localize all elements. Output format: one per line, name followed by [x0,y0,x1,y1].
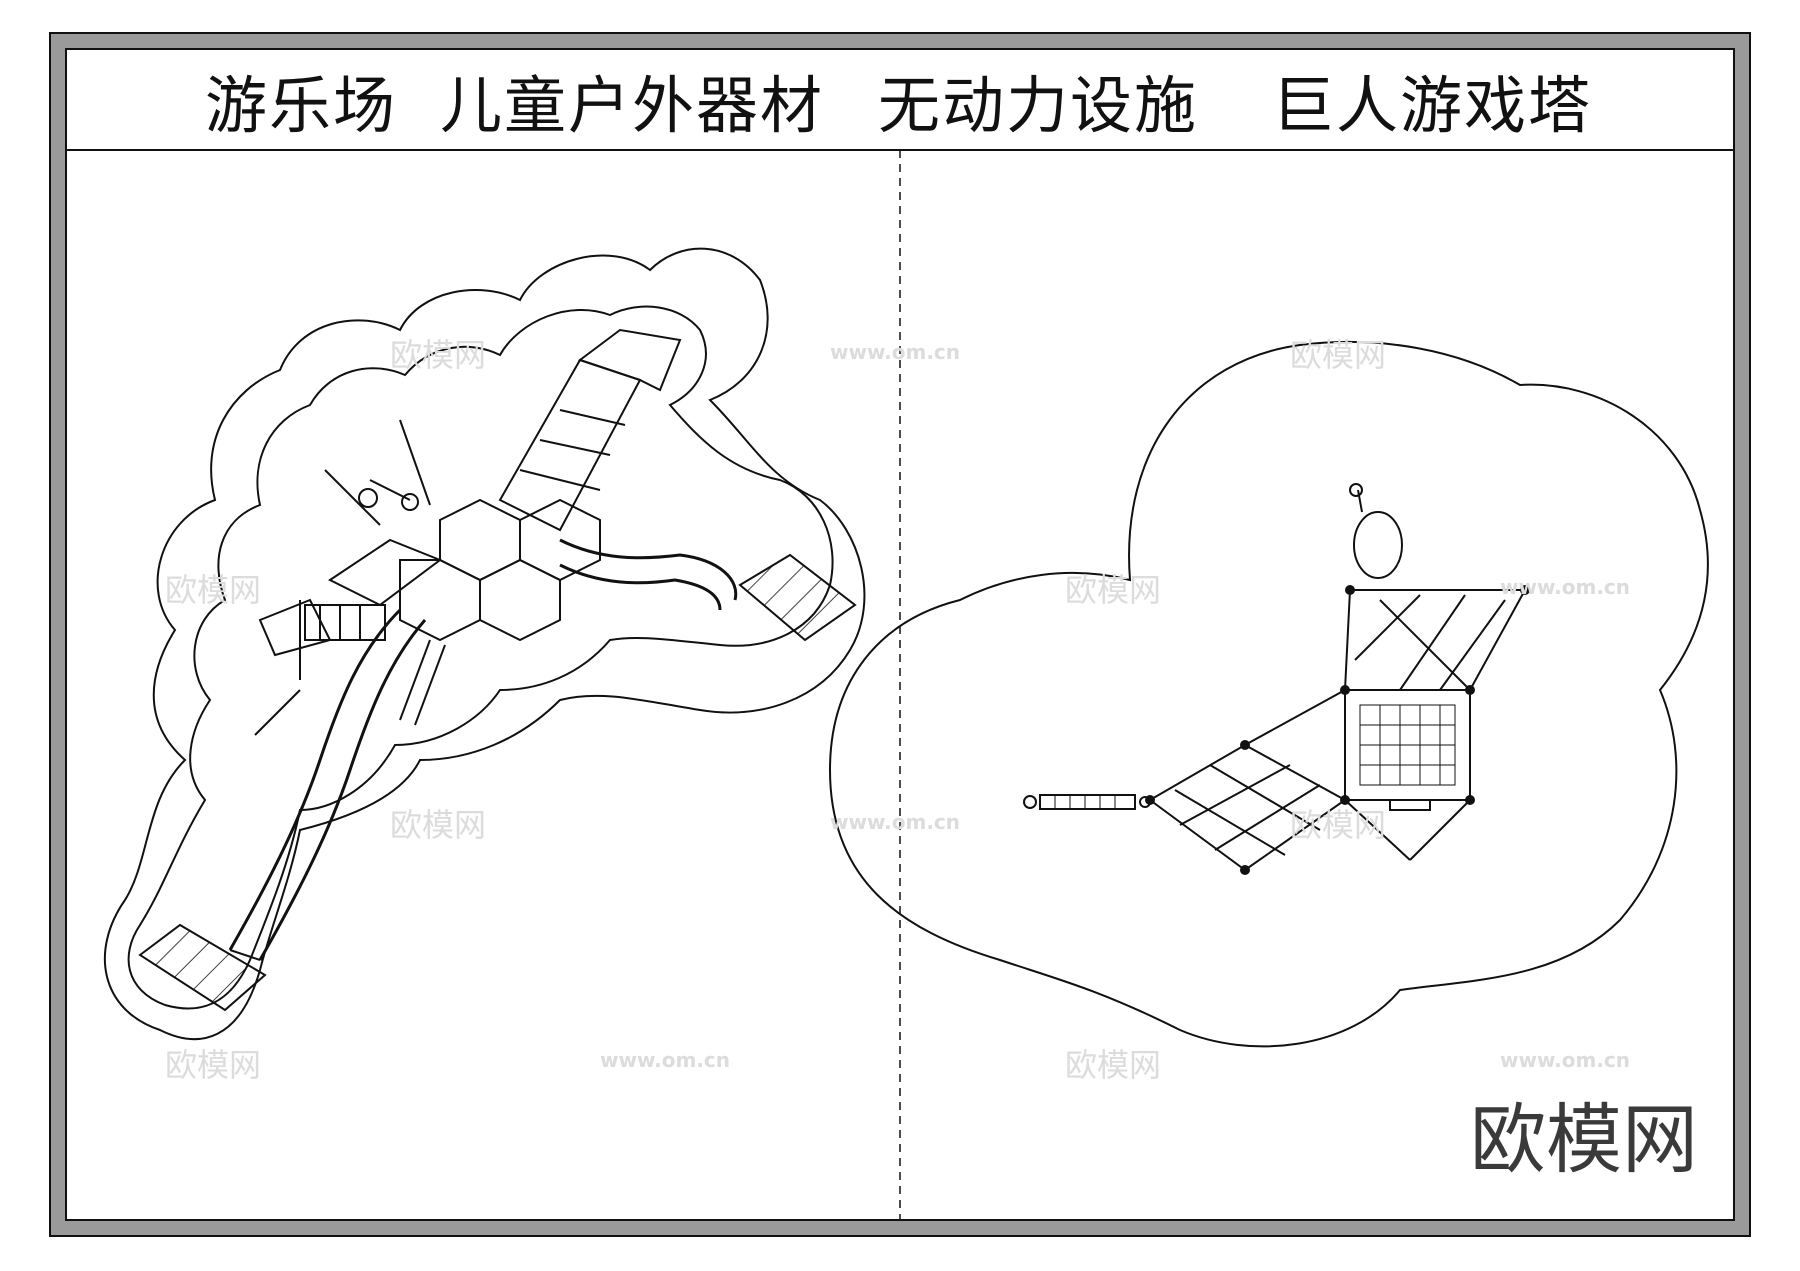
right-net-tower-plan [1023,483,1530,875]
left-inner-safety-zone [127,305,834,1010]
watermark-brand: 欧模网 [1065,1046,1162,1084]
right-safety-zone [828,340,1709,1048]
watermark-brand: 欧模网 [165,1046,262,1084]
watermark-brand: 欧模网 [1290,806,1387,844]
watermark-brand: 欧模网 [390,806,487,844]
watermark-url: www.om.cn [1500,575,1631,599]
watermark-url: www.om.cn [600,1048,731,1072]
watermark-url: www.om.cn [1500,1048,1631,1072]
left-play-tower-plan [228,328,738,961]
left-outer-safety-zone [103,247,866,1041]
watermark-brand: 欧模网 [390,336,487,374]
left-hatched-landing-zones [138,553,857,1012]
sheet-frame [49,32,1751,1237]
watermark-brand: 欧模网 [1290,336,1387,374]
watermark-brand: 欧模网 [1065,571,1162,609]
title-part-2: 儿童户外器材 [440,69,825,142]
watermark-url: www.om.cn [830,810,961,834]
drawing-title: 游乐场 儿童户外器材 无动力设施 巨人游戏塔 [0,58,1800,148]
brand-stamp: 欧模网 [1470,1095,1698,1184]
title-part-4: 巨人游戏塔 [1272,69,1593,142]
watermark-brand: 欧模网 [165,571,262,609]
title-part-1: 游乐场 [205,69,398,142]
title-part-3: 无动力设施 [878,69,1199,142]
watermark-url: www.om.cn [830,340,961,364]
